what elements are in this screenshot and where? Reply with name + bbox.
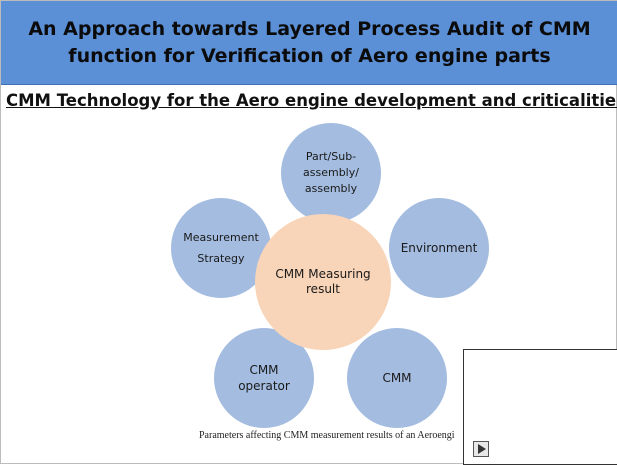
node-cmm-label: CMM — [382, 371, 412, 385]
node-environment: Environment — [389, 198, 489, 298]
center-node: CMM Measuring result — [255, 214, 391, 350]
center-node-label: CMM Measuring result — [275, 267, 371, 296]
play-button[interactable] — [473, 441, 489, 457]
slide-title: An Approach towards Layered Process Audi… — [28, 17, 591, 67]
slide-subtitle: CMM Technology for the Aero engine devel… — [6, 91, 617, 110]
node-cmm-operator-label: CMM operator — [238, 363, 290, 393]
node-environment-label: Environment — [400, 241, 478, 255]
node-part-assembly: Part/Sub- assembly/ assembly — [281, 123, 381, 223]
node-measurement-strategy-label: Measurement Strategy — [183, 231, 259, 265]
figure-caption: Parameters affecting CMM measurement res… — [199, 430, 455, 441]
node-part-assembly-label: Part/Sub- assembly/ assembly — [303, 150, 359, 195]
title-banner: An Approach towards Layered Process Audi… — [1, 1, 617, 85]
node-cmm: CMM — [347, 328, 447, 428]
play-icon — [478, 444, 486, 454]
node-measurement-strategy: Measurement Strategy — [171, 198, 271, 298]
